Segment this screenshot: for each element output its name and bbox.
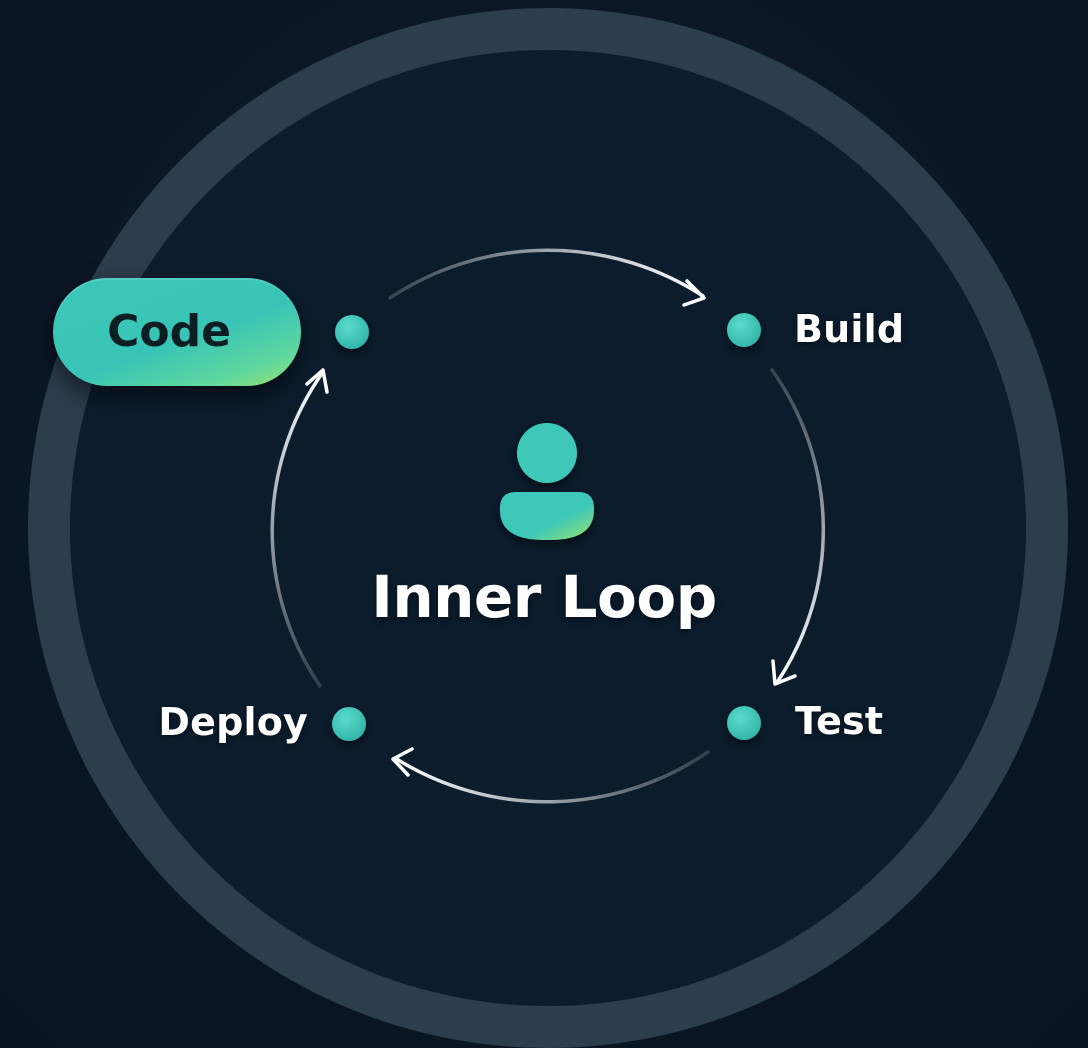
arrow-deploy-to-code	[270, 368, 329, 688]
arrow-code-to-build	[388, 248, 706, 307]
arrow-build-to-test	[770, 368, 826, 686]
arrow-test-to-deploy	[391, 747, 710, 804]
node-dot-test	[727, 706, 761, 740]
stage-code-pill: Code	[53, 278, 301, 386]
user-icon	[500, 423, 594, 540]
node-dot-code	[335, 315, 369, 349]
stage-label-deploy: Deploy	[158, 700, 308, 744]
stage-label-code: Code	[107, 306, 231, 357]
center-title: Inner Loop	[371, 563, 717, 631]
stage-label-test: Test	[795, 699, 884, 743]
node-dot-build	[727, 313, 761, 347]
stage-label-build: Build	[794, 307, 905, 351]
node-dot-deploy	[332, 707, 366, 741]
